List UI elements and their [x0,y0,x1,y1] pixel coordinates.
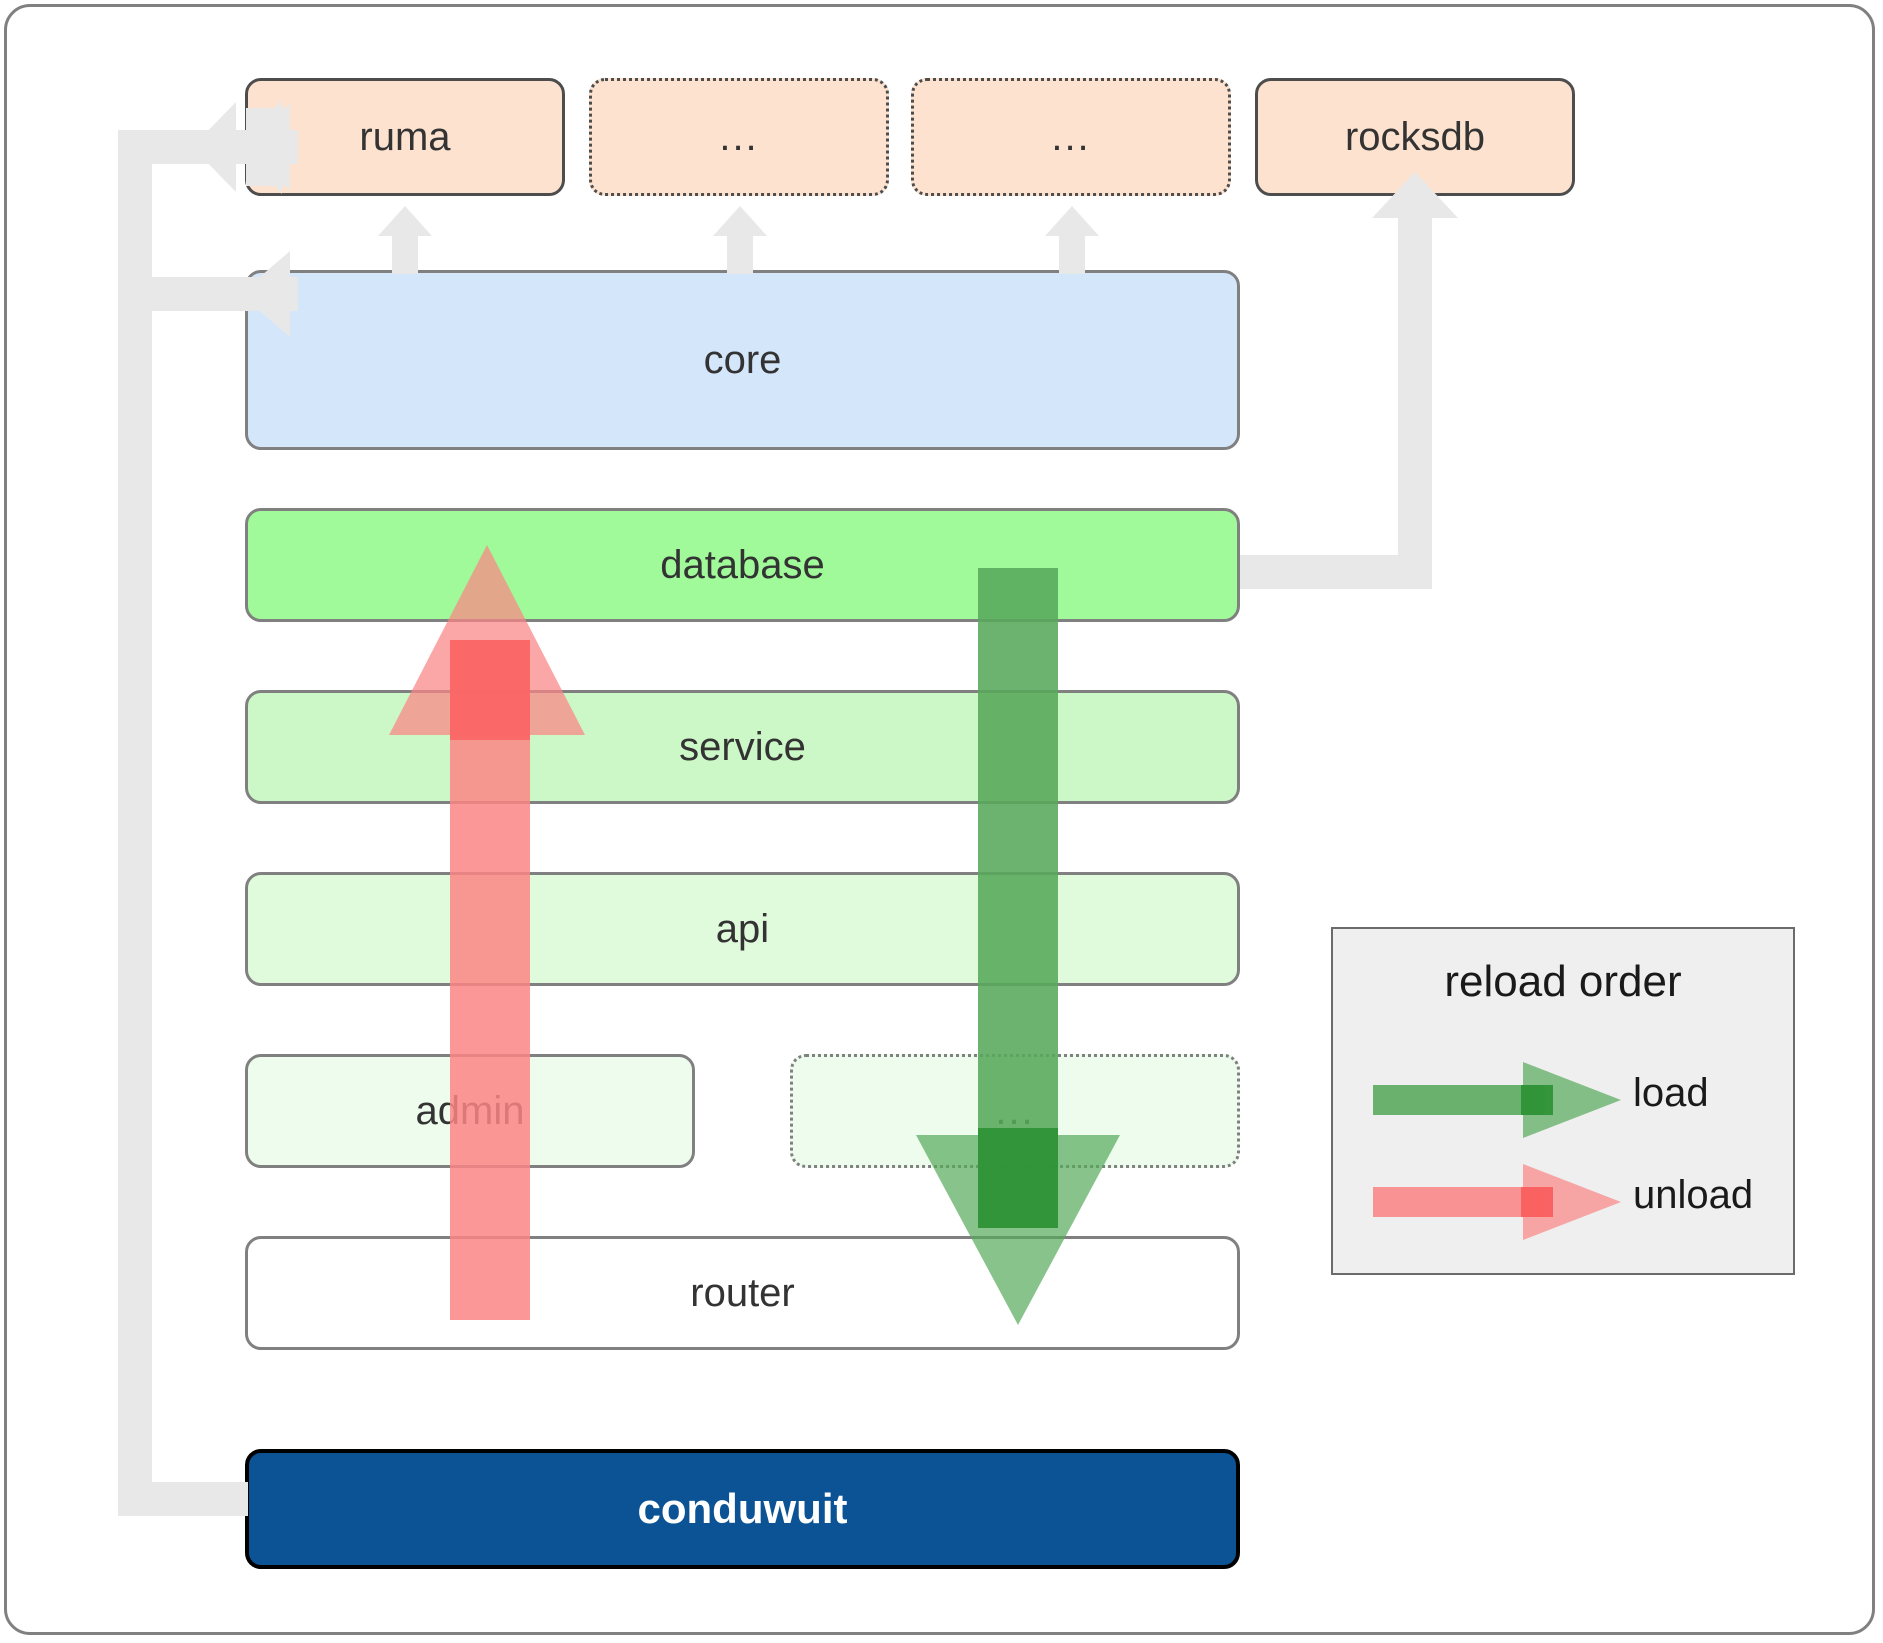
stack-label: database [660,542,825,587]
stack-box-database[interactable]: database [245,508,1240,622]
unload-arrow-icon [1373,1164,1621,1240]
dependency-box-more-2[interactable]: ... [911,78,1231,196]
legend-row-load: load [1333,1059,1793,1139]
stack-box-api[interactable]: api [245,872,1240,986]
legend-label-load: load [1633,1071,1709,1115]
diagram-frame [4,4,1875,1635]
core-box[interactable]: core [245,270,1240,450]
stack-label: router [690,1270,795,1315]
stack-box-admin[interactable]: admin [245,1054,695,1168]
stack-label: ... [995,1089,1035,1133]
core-label: core [703,337,782,382]
load-arrow-icon [1373,1062,1621,1138]
stack-label: api [715,906,770,951]
stack-label: admin [415,1088,525,1133]
dependency-label: rocksdb [1344,114,1486,159]
dependency-label: ... [1051,115,1091,159]
legend-panel: reload order load unload [1331,927,1795,1275]
dependency-box-rocksdb[interactable]: rocksdb [1255,78,1575,196]
dependency-box-more-1[interactable]: ... [589,78,889,196]
binary-box-conduwuit[interactable]: conduwuit [245,1449,1240,1569]
stack-box-more[interactable]: ... [790,1054,1240,1168]
dependency-box-ruma[interactable]: ruma [245,78,565,196]
stack-label: service [679,724,806,769]
binary-label: conduwuit [637,1485,848,1532]
dependency-label: ruma [359,114,451,159]
legend-title: reload order [1444,957,1682,1006]
legend-label-unload: unload [1633,1173,1754,1217]
stack-box-service[interactable]: service [245,690,1240,804]
legend-row-unload: unload [1333,1161,1793,1241]
dependency-label: ... [719,115,759,159]
stack-box-router[interactable]: router [245,1236,1240,1350]
